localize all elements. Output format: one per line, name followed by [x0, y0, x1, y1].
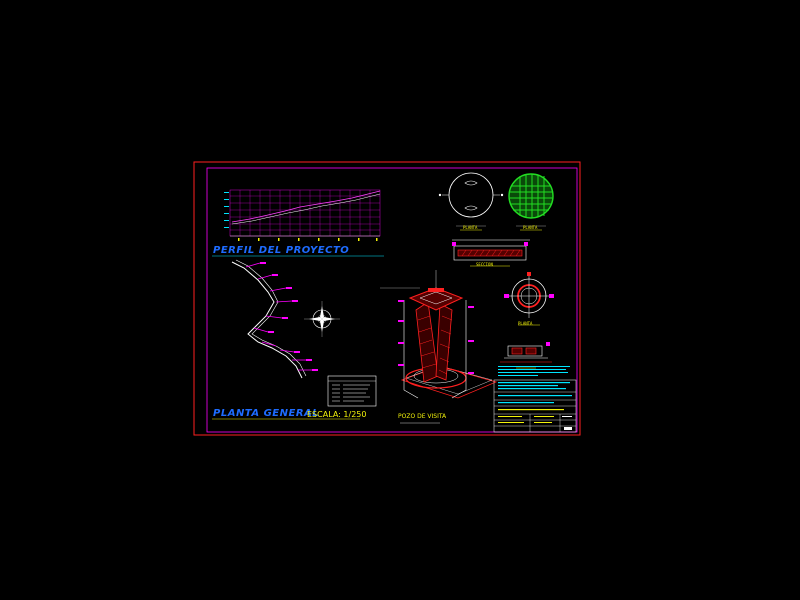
profile-chart — [212, 189, 384, 257]
outer-frame — [193, 161, 581, 436]
profile-ground-line — [231, 190, 381, 223]
profile-pipe-line — [231, 193, 381, 225]
title-block — [493, 379, 577, 433]
base-plan-label: PLANTA — [518, 321, 533, 326]
plan-title: PLANTA GENERAL — [213, 408, 320, 419]
plan-route — [231, 259, 318, 379]
plan-scale: ESCALA: 1/250 — [307, 410, 367, 419]
ring-plan-view — [504, 272, 554, 326]
section-label: SECCION — [476, 262, 493, 267]
lid-section — [452, 239, 530, 267]
step-detail — [500, 342, 552, 369]
legend-box — [327, 375, 377, 407]
manhole-isometric — [380, 270, 498, 424]
inner-frame — [206, 167, 578, 433]
notes-block — [498, 366, 570, 376]
compass-rose-icon — [304, 301, 340, 337]
manhole-title: POZO DE VISITA — [398, 413, 447, 420]
cover-plan-view — [438, 172, 504, 231]
circular-grate-icon — [508, 173, 554, 231]
cover-detail-label: PLANTA — [523, 225, 538, 230]
profile-title: PERFIL DEL PROYECTO — [213, 245, 350, 256]
cover-plan-label: PLANTA — [463, 225, 478, 230]
